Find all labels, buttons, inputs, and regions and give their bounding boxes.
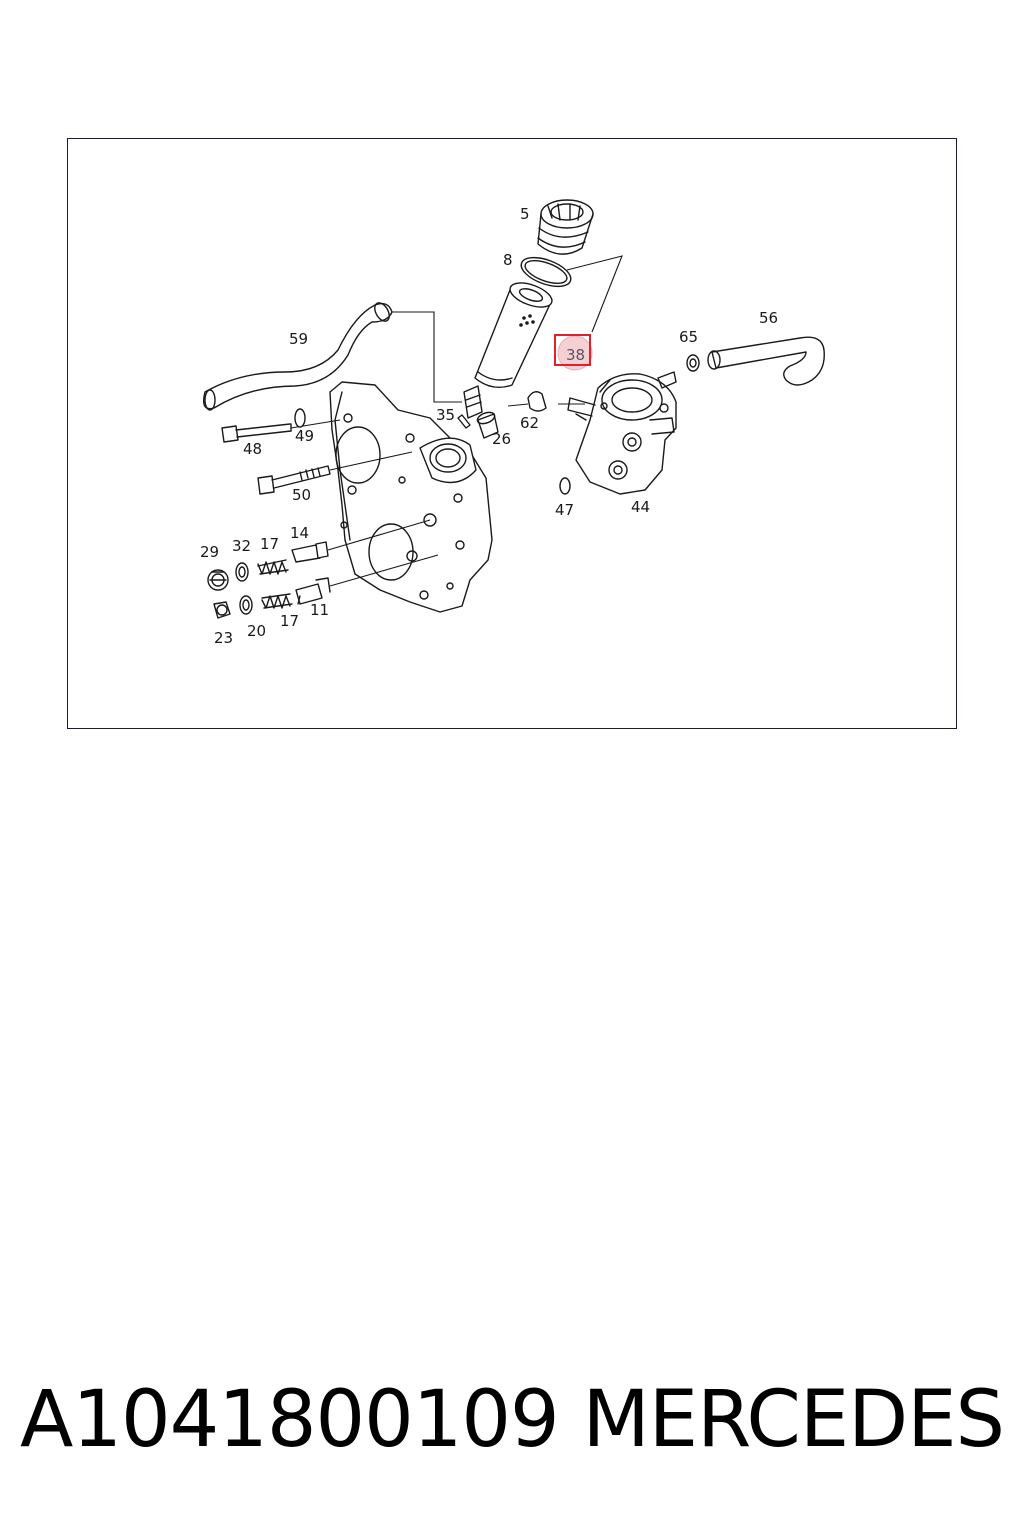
part-plug-26[interactable]: [476, 410, 499, 439]
callout-50: 50: [292, 486, 311, 504]
callout-26: 26: [492, 430, 511, 448]
callout-49: 49: [295, 427, 314, 445]
part-bolt-48[interactable]: [221, 419, 341, 443]
part-filter-element[interactable]: [474, 278, 555, 388]
callout-5: 5: [520, 205, 530, 223]
callout-14: 14: [290, 524, 309, 542]
callout-48: 48: [243, 440, 262, 458]
part-hose-56[interactable]: [707, 336, 825, 386]
callout-20: 20: [247, 622, 266, 640]
part-fitting-35[interactable]: [457, 385, 483, 429]
callout-17-top: 17: [260, 535, 279, 553]
part-hose-59[interactable]: [202, 300, 393, 411]
part-pin-14[interactable]: [291, 519, 431, 563]
part-o-ring-47[interactable]: [559, 477, 571, 495]
callout-29: 29: [200, 543, 219, 561]
callout-23: 23: [214, 629, 233, 647]
part-spring-17-bottom[interactable]: [261, 593, 293, 609]
part-number: A1041800109: [20, 1375, 560, 1465]
part-seal-20[interactable]: [239, 595, 253, 615]
footer: A1041800109 MERCEDES: [20, 1370, 1005, 1470]
brand-name: MERCEDES: [582, 1375, 1005, 1465]
leader-group-5-8: [566, 255, 623, 333]
callout-17-bottom: 17: [280, 612, 299, 630]
part-o-ring[interactable]: [517, 252, 574, 292]
callout-8: 8: [503, 251, 513, 269]
diagram-frame: [67, 138, 957, 729]
callout-38[interactable]: 38: [566, 346, 585, 364]
part-clip-62[interactable]: [507, 391, 547, 412]
callout-32: 32: [232, 537, 251, 555]
callout-38-highlight[interactable]: [554, 334, 593, 371]
callout-35: 35: [436, 406, 455, 424]
callout-62: 62: [520, 414, 539, 432]
part-spring-17-top[interactable]: [257, 559, 289, 575]
callout-56: 56: [759, 309, 778, 327]
part-filter-cap[interactable]: [537, 199, 594, 255]
leader-59: [392, 311, 462, 403]
callout-47: 47: [555, 501, 574, 519]
callout-44: 44: [631, 498, 650, 516]
part-timing-cover[interactable]: [329, 381, 493, 613]
part-seal-32[interactable]: [235, 562, 249, 582]
part-plug-23[interactable]: [213, 601, 231, 619]
part-pin-11[interactable]: [295, 554, 439, 605]
callout-65: 65: [679, 328, 698, 346]
part-plug-29[interactable]: [207, 569, 229, 591]
callout-11: 11: [310, 601, 329, 619]
part-filter-housing-44[interactable]: [558, 371, 677, 495]
callout-59: 59: [289, 330, 308, 348]
part-bolt-50[interactable]: [257, 451, 413, 495]
part-clamp-65[interactable]: [686, 354, 700, 372]
callout-labels: 5 8 38 59 35 62 26 65 56 48 49 50 47 44 …: [200, 205, 778, 647]
part-washer-49[interactable]: [294, 408, 306, 428]
